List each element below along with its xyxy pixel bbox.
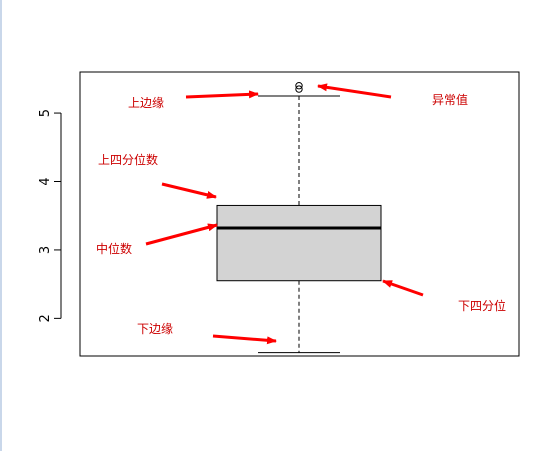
annotation-arrow (185, 90, 259, 99)
annotation-arrow (212, 334, 277, 345)
annotation-arrow (145, 223, 218, 246)
annotation-arrow (161, 182, 217, 199)
annotation-label: 上四分位数 (98, 152, 158, 167)
window-edge (0, 0, 2, 451)
annotation-label: 中位数 (96, 241, 132, 256)
annotation-label: 下边缘 (137, 322, 173, 336)
y-tick-label: 4 (38, 177, 53, 185)
annotation-arrow (317, 83, 392, 99)
annotation-label: 下四分位 (458, 298, 506, 313)
annotation-label: 异常值 (432, 92, 468, 107)
outlier-point (295, 85, 303, 93)
y-tick-label: 2 (38, 314, 53, 322)
outlier-point (295, 81, 303, 90)
plot-frame (79, 71, 520, 357)
boxplot-marks (216, 81, 382, 354)
annotation-arrow (382, 279, 424, 297)
y-tick-label: 3 (38, 246, 53, 254)
annotation-label: 上边缘 (128, 96, 164, 110)
y-axis: 2 3 4 5 (38, 109, 62, 323)
y-tick-label: 5 (38, 109, 53, 117)
interquartile-box (216, 204, 382, 282)
